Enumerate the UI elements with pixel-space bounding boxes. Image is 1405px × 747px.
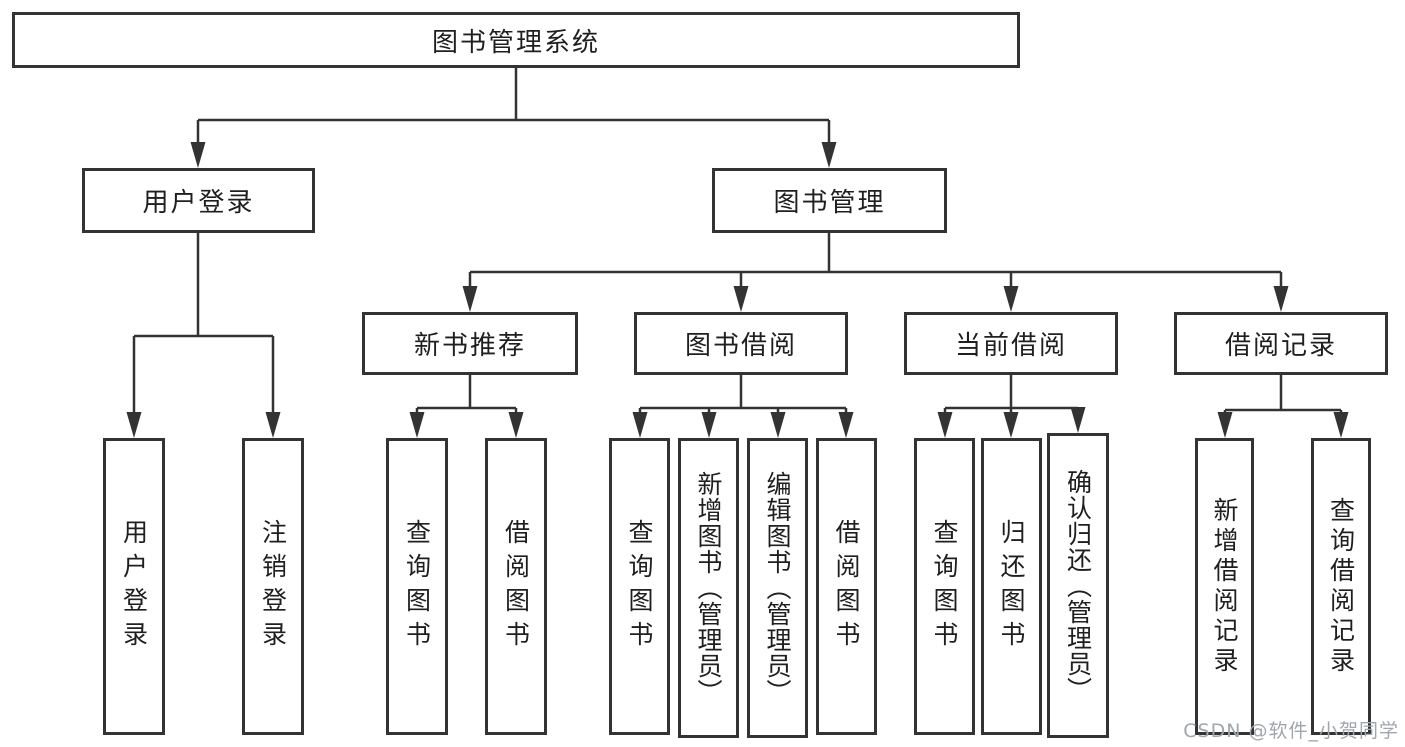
watermark: CSDN @软件_小贺同学: [1183, 720, 1399, 742]
node-label: 借阅图书: [832, 518, 861, 655]
node-label: 查询图书: [402, 518, 432, 655]
arrow-heads: [126, 142, 1349, 438]
node-borrow-records: 借阅记录: [1174, 312, 1388, 375]
node-root: 图书管理系统: [12, 12, 1020, 68]
node-leaf-borrow-books-2: 借阅图书: [816, 438, 877, 735]
node-book-management: 图书管理: [712, 168, 947, 233]
node-book-borrow: 图书借阅: [634, 312, 848, 375]
node-leaf-query-books-2: 查询图书: [609, 438, 670, 735]
node-leaf-borrow-books-1: 借阅图书: [485, 438, 547, 735]
node-label: 归还图书: [997, 518, 1026, 655]
node-label: 查询图书: [625, 518, 654, 655]
node-label: 用户登录: [119, 518, 149, 655]
node-label: 查询借阅记录: [1326, 496, 1356, 677]
node-leaf-edit-books-admin: 编辑图书（管理员）: [747, 438, 808, 738]
node-label: 新增图书（管理员）: [694, 471, 723, 705]
node-label: 新增借阅记录: [1210, 496, 1239, 677]
node-leaf-query-borrow-record: 查询借阅记录: [1311, 438, 1371, 735]
node-leaf-confirm-return-admin: 确认归还（管理员）: [1047, 433, 1109, 738]
node-leaf-query-books-1: 查询图书: [386, 438, 448, 735]
node-leaf-add-books-admin: 新增图书（管理员）: [678, 438, 739, 738]
node-leaf-add-borrow-record: 新增借阅记录: [1195, 438, 1254, 735]
node-label: 确认归还（管理员）: [1063, 468, 1093, 703]
node-current-borrow: 当前借阅: [904, 312, 1118, 375]
node-user-login: 用户登录: [82, 168, 315, 233]
node-label: 编辑图书（管理员）: [763, 471, 792, 705]
node-label: 注销登录: [258, 518, 288, 655]
node-label: 查询图书: [930, 518, 959, 655]
node-new-book-recommend: 新书推荐: [362, 312, 578, 375]
node-label: 借阅图书: [501, 518, 531, 655]
node-leaf-user-login: 用户登录: [103, 438, 165, 735]
node-leaf-logout: 注销登录: [242, 438, 304, 735]
node-leaf-query-books-3: 查询图书: [914, 438, 975, 735]
tree-edges: [132, 68, 1343, 421]
node-leaf-return-books: 归还图书: [981, 438, 1042, 735]
